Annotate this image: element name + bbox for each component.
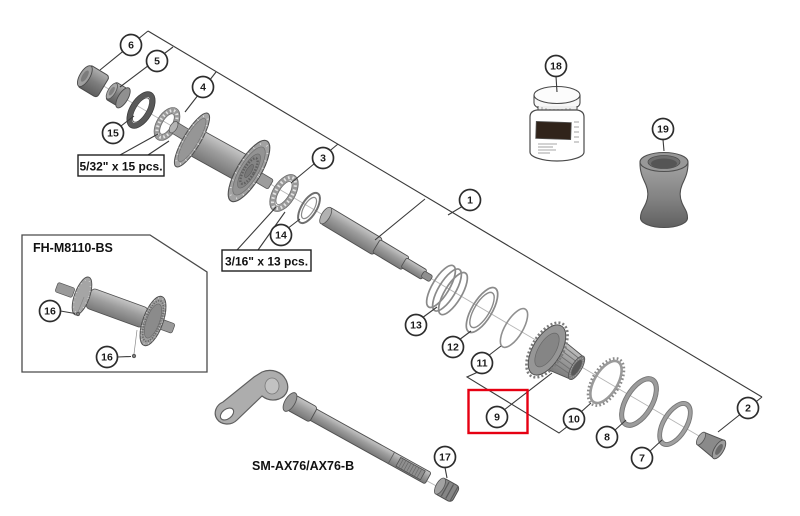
callout-9-number: 9 xyxy=(494,412,500,424)
spacer-ring-part xyxy=(465,286,499,334)
callout-7[interactable]: 7 xyxy=(630,446,654,470)
callout-14-number: 14 xyxy=(275,230,287,242)
grease-bottle-part xyxy=(529,85,585,162)
callout-16[interactable]: 16 xyxy=(95,345,119,369)
seal-ring-part xyxy=(499,307,529,349)
callout-1[interactable]: 1 xyxy=(458,188,482,212)
thru-axle-part xyxy=(214,369,431,484)
main-bracket-line xyxy=(147,30,763,398)
spoke-nipple-icon xyxy=(131,353,137,359)
seal-washer-part xyxy=(126,91,156,129)
callout-12[interactable]: 12 xyxy=(441,335,465,359)
callout-17[interactable]: 17 xyxy=(433,445,457,469)
spoke-nipple-icon xyxy=(75,311,81,317)
snap-spring-part xyxy=(425,264,469,316)
callout-16[interactable]: 16 xyxy=(38,299,62,323)
callout-12-circle[interactable] xyxy=(441,335,465,359)
callout-2-circle[interactable] xyxy=(736,396,760,420)
callout-8-circle[interactable] xyxy=(595,425,619,449)
retainer-size-label-right-text: 3/16" x 13 pcs. xyxy=(225,255,308,269)
retainer-size-label-left-text: 5/32" x 15 pcs. xyxy=(79,160,162,174)
callout-14[interactable]: 14 xyxy=(269,223,293,247)
callout-5-number: 5 xyxy=(154,56,160,68)
callout-18-circle[interactable] xyxy=(544,54,568,78)
callout-5-circle[interactable] xyxy=(145,49,169,73)
fh-box-title: FH-M8110-BS xyxy=(33,241,113,255)
callout-2-number: 2 xyxy=(745,403,751,415)
callout-19[interactable]: 19 xyxy=(651,117,675,141)
callout-4-circle[interactable] xyxy=(191,75,215,99)
callout-16-circle[interactable] xyxy=(38,299,62,323)
retainer-size-label-left: 5/32" x 15 pcs. xyxy=(77,154,165,177)
callout-1-number: 1 xyxy=(467,195,473,207)
callout-1-circle[interactable] xyxy=(458,188,482,212)
locknut-cap-part xyxy=(695,431,727,460)
callout-13[interactable]: 13 xyxy=(404,313,428,337)
thru-axle-label: SM-AX76/AX76-B xyxy=(252,459,354,473)
callout-16-number: 16 xyxy=(101,352,113,364)
callout-6[interactable]: 6 xyxy=(119,33,143,57)
callout-15-number: 15 xyxy=(107,128,119,140)
seal-7-part xyxy=(657,401,693,447)
callout-11-number: 11 xyxy=(476,358,487,370)
hub-axle-part xyxy=(319,206,433,282)
callout-9-circle[interactable] xyxy=(485,405,509,429)
callout-19-circle[interactable] xyxy=(651,117,675,141)
callout-3-circle[interactable] xyxy=(311,146,335,170)
callout-16-circle[interactable] xyxy=(95,345,119,369)
highlight-box xyxy=(467,388,529,435)
fh-variant-box: FH-M8110-BS xyxy=(21,234,208,373)
flat-washer-part xyxy=(297,191,321,225)
callout-16-number: 16 xyxy=(44,306,56,318)
hub-shell-part xyxy=(168,112,274,203)
callout-15-circle[interactable] xyxy=(101,121,125,145)
callout-8-number: 8 xyxy=(604,432,610,444)
callout-7-number: 7 xyxy=(639,453,645,465)
cone-nut-part xyxy=(105,82,131,109)
callout-18-number: 18 xyxy=(550,61,562,73)
freehub-body-part xyxy=(525,321,586,381)
callout-8[interactable]: 8 xyxy=(595,425,619,449)
retainer-size-label-right: 3/16" x 13 pcs. xyxy=(221,249,312,272)
callout-5[interactable]: 5 xyxy=(145,49,169,73)
callout-6-number: 6 xyxy=(128,40,134,52)
axle-nut-part xyxy=(434,477,460,502)
callout-14-circle[interactable] xyxy=(269,223,293,247)
callout-17-circle[interactable] xyxy=(433,445,457,469)
callout-15[interactable]: 15 xyxy=(101,121,125,145)
callout-11[interactable]: 11 xyxy=(470,351,494,375)
callout-3-number: 3 xyxy=(320,153,326,165)
callout-7-circle[interactable] xyxy=(630,446,654,470)
callout-13-number: 13 xyxy=(410,320,422,332)
spool-tool-part xyxy=(639,151,689,229)
axle-end-cap-part xyxy=(76,65,109,98)
callout-19-number: 19 xyxy=(657,124,669,136)
callout-10-number: 10 xyxy=(568,414,580,426)
callout-10-circle[interactable] xyxy=(562,407,586,431)
serrated-lockring-part xyxy=(586,357,626,407)
spacer-8-part xyxy=(619,376,659,428)
callout-11-circle[interactable] xyxy=(470,351,494,375)
callout-10[interactable]: 10 xyxy=(562,407,586,431)
boxed-hub-part xyxy=(55,276,176,359)
callout-17-number: 17 xyxy=(439,452,451,464)
callout-12-number: 12 xyxy=(447,342,459,354)
callout-4[interactable]: 4 xyxy=(191,75,215,99)
callout-2[interactable]: 2 xyxy=(736,396,760,420)
callout-9[interactable]: 9 xyxy=(485,405,509,429)
callout-18[interactable]: 18 xyxy=(544,54,568,78)
callout-3[interactable]: 3 xyxy=(311,146,335,170)
callout-13-circle[interactable] xyxy=(404,313,428,337)
callout-4-number: 4 xyxy=(200,82,206,94)
callout-6-circle[interactable] xyxy=(119,33,143,57)
